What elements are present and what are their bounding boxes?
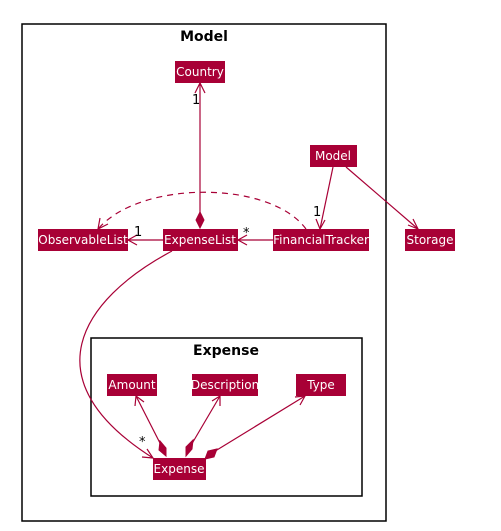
model-package-title: Model: [180, 29, 228, 45]
edge-model-storage: [345, 166, 419, 230]
class-observable-list-label: ObservableList: [38, 233, 128, 247]
composition-diamond-expenselist: [195, 210, 205, 230]
composition-diamond-amount: [158, 439, 167, 458]
class-financial-tracker-label: FinancialTracker: [273, 233, 369, 247]
class-type[interactable]: Type: [296, 374, 346, 396]
class-amount[interactable]: Amount: [107, 374, 157, 396]
class-expense-list-label: ExpenseList: [164, 233, 236, 247]
class-country-label: Country: [176, 65, 224, 79]
class-storage[interactable]: Storage: [405, 229, 455, 251]
dashed-edge-financialtracker-observablelist: [97, 191, 307, 230]
model-package-frame: [21, 23, 387, 522]
class-country[interactable]: Country: [175, 61, 225, 83]
edge-expense-amount: [135, 395, 163, 448]
composition-diamond-description: [185, 438, 194, 458]
class-expense[interactable]: Expense: [153, 458, 206, 480]
multiplicity-observablelist: 1: [134, 225, 142, 240]
class-financial-tracker[interactable]: FinancialTracker: [273, 229, 369, 251]
edge-expense-description: [189, 395, 221, 448]
class-type-label: Type: [306, 378, 335, 392]
class-observable-list[interactable]: ObservableList: [38, 229, 128, 251]
class-storage-label: Storage: [407, 233, 454, 247]
edge-expenselist-expense: [79, 250, 173, 459]
multiplicity-country: 1: [192, 93, 200, 108]
expense-package-frame: [90, 337, 363, 497]
edge-model-financialtracker: [319, 166, 334, 230]
expense-package-title: Expense: [193, 343, 259, 359]
composition-diamond-type: [204, 448, 218, 460]
class-description[interactable]: Description: [191, 374, 259, 396]
class-model[interactable]: Model: [310, 145, 357, 167]
multiplicity-financialtracker: 1: [313, 205, 321, 220]
class-amount-label: Amount: [108, 378, 155, 392]
class-description-label: Description: [191, 378, 259, 392]
class-expense-label: Expense: [154, 462, 205, 476]
class-expense-list[interactable]: ExpenseList: [163, 229, 238, 251]
edge-expense-type: [211, 395, 306, 454]
class-model-label: Model: [315, 149, 351, 163]
multiplicity-expense-star: *: [139, 435, 146, 450]
multiplicity-expenselist-star: *: [243, 226, 250, 241]
arrowhead-amount: [134, 394, 145, 407]
